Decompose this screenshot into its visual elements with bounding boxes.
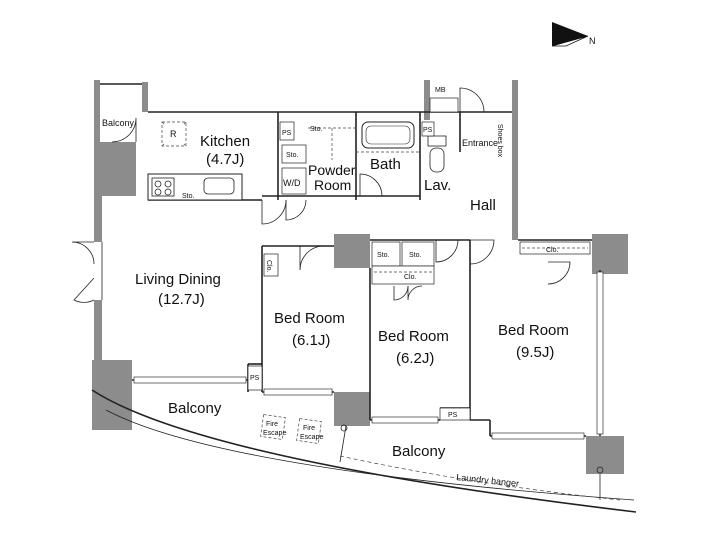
washer-dryer-label: W/D	[283, 178, 301, 188]
windows	[133, 271, 604, 440]
sto-label-wd: Sto.	[286, 152, 299, 159]
ps-label-bed1: PS	[250, 375, 260, 382]
shoes-box-label: Shoes box	[496, 124, 503, 158]
fire-escape-label-2b: Escape	[300, 434, 323, 441]
compass-icon: N	[551, 22, 596, 47]
ps-label-lav: PS	[423, 127, 433, 134]
kitchen-size: (4.7J)	[206, 151, 244, 168]
laundry-hanger-label: Laundry hanger	[456, 472, 520, 489]
sto-label-bed2b: Sto.	[409, 252, 422, 259]
living-dining-label: Living Dining	[135, 271, 221, 288]
bed-room-3-size: (9.5J)	[516, 344, 554, 361]
storage-boxes	[247, 97, 591, 421]
bath-label: Bath	[370, 156, 401, 173]
living-dining-size: (12.7J)	[158, 291, 205, 308]
sto-label-powder: Sto.	[310, 126, 323, 133]
sto-label-bed2a: Sto.	[377, 252, 390, 259]
balcony-bottom-label: Balcony	[392, 443, 446, 460]
bed-room-1-size: (6.1J)	[292, 332, 330, 349]
doors	[71, 87, 571, 303]
fire-escape-label-1a: Fire	[266, 421, 278, 428]
kitchen-storage-label: Sto.	[182, 193, 195, 200]
clo-label-bed1: Clo.	[265, 260, 272, 273]
ps-label-bed2: PS	[448, 412, 458, 419]
powder-room-label-2: Room	[314, 177, 351, 193]
fire-escape-label-1b: Escape	[263, 430, 286, 437]
balcony-left-label: Balcony	[168, 400, 222, 417]
outer-walls	[92, 80, 628, 474]
bathroom-fixtures	[308, 121, 447, 173]
fire-escape-hatches: Fire Escape Fire Escape	[260, 414, 323, 444]
bed-room-2-size: (6.2J)	[396, 350, 434, 367]
balcony-top-label: Balcony	[102, 118, 135, 128]
lavatory-label: Lav.	[424, 177, 451, 194]
fire-escape-label-2a: Fire	[303, 425, 315, 432]
clo-label-bed3: Clo.	[546, 247, 559, 254]
bed-room-3-label: Bed Room	[498, 322, 569, 339]
balcony-edge	[91, 389, 637, 513]
bed-room-2-label: Bed Room	[378, 328, 449, 345]
ps-label-kitchen: PS	[282, 130, 292, 137]
mb-label: MB	[435, 87, 446, 94]
hall-label: Hall	[470, 197, 496, 214]
powder-room-label-1: Powder	[308, 162, 356, 178]
bed-room-1-label: Bed Room	[274, 310, 345, 327]
refrigerator-mark: R	[170, 129, 177, 139]
compass-label: N	[589, 36, 596, 46]
kitchen-counter: R Sto.	[147, 121, 243, 201]
entrance-label: Entrance	[462, 138, 498, 148]
clo-label-bed2: Clo.	[404, 274, 417, 281]
kitchen-label: Kitchen	[200, 133, 250, 150]
